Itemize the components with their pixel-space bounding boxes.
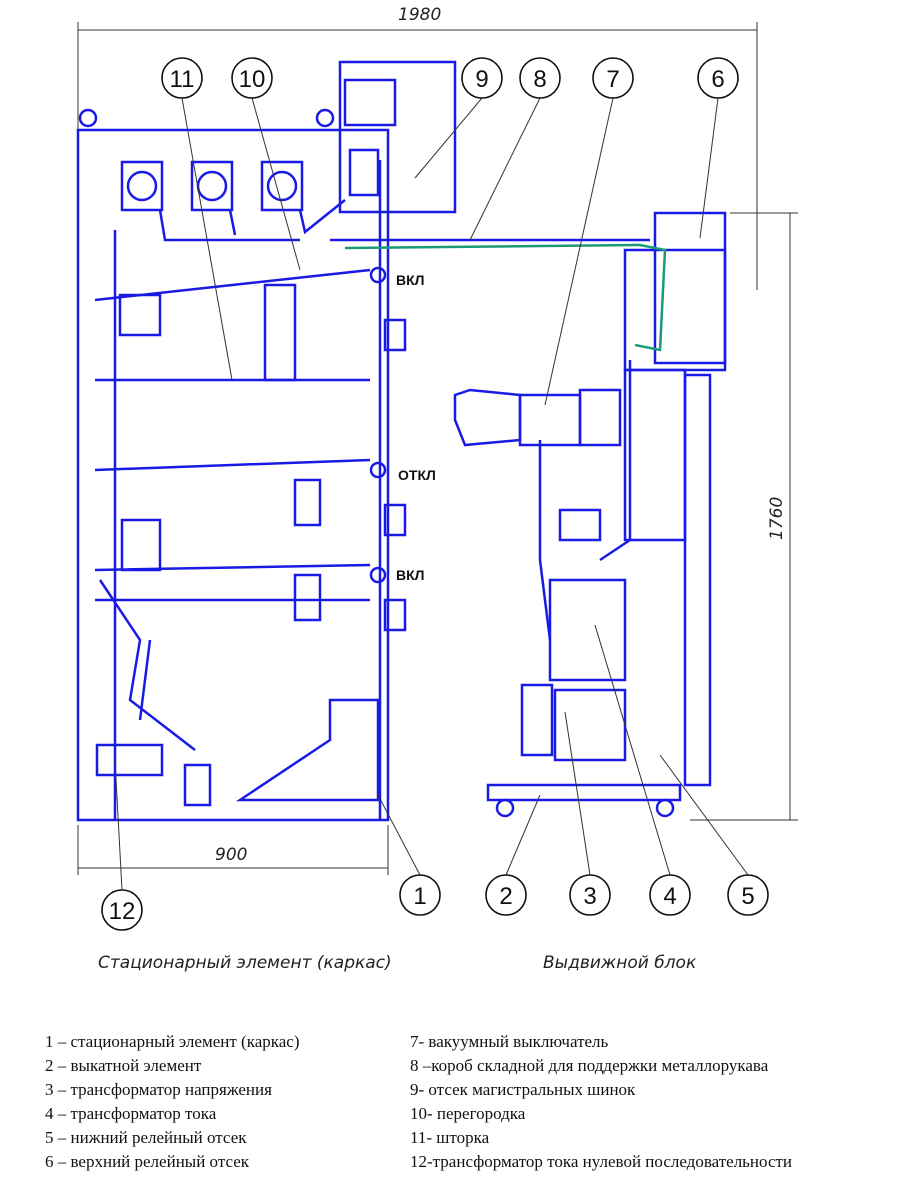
legend-item: 6 – верхний релейный отсек [45,1152,250,1171]
dimension-frame-width: 900 [215,845,247,865]
legend-item: 4 – трансформатор тока [45,1104,217,1123]
leader-lines [114,97,749,891]
legend-item: 8 –короб складной для поддержки металлор… [410,1056,769,1075]
callout-2: 2 [499,883,512,910]
legend-item: 12-трансформатор тока нулевой последоват… [410,1152,793,1171]
legend-right: 7- вакуумный выключатель 8 –короб складн… [410,1030,792,1174]
callout-11: 11 [170,66,195,93]
cable-sleeve [344,243,667,352]
caption-stationary: Стационарный элемент (каркас) [98,953,392,973]
callout-9: 9 [475,66,488,93]
callout-1: 1 [413,883,426,910]
stationary-frame [76,60,457,822]
legend-item: 2 – выкатной элемент [45,1056,202,1075]
withdrawable-unit [330,211,727,818]
switchgear-drawing: 1980 900 1760 [76,5,798,973]
legend-item: 10- перегородка [410,1104,526,1123]
callout-12: 12 [109,898,136,925]
dimension-lines [77,22,798,875]
callout-3: 3 [583,883,596,910]
state-label-off: ОТКЛ [398,467,436,483]
state-label-on-top: ВКЛ [396,272,424,288]
callout-6: 6 [711,66,724,93]
legend-item: 1 – стационарный элемент (каркас) [45,1032,300,1051]
legend-item: 5 – нижний релейный отсек [45,1128,247,1147]
callout-5: 5 [741,883,754,910]
legend-item: 3 – трансформатор напряжения [45,1080,272,1099]
legend-item: 11- шторка [410,1128,490,1147]
state-label-on-bottom: ВКЛ [396,567,424,583]
callout-4: 4 [663,883,676,910]
callouts [101,57,769,931]
callout-7: 7 [606,66,619,93]
callout-8: 8 [533,66,546,93]
dimension-total-width: 1980 [398,5,441,25]
legend-item: 7- вакуумный выключатель [410,1032,609,1051]
legend-item: 9- отсек магистральных шинок [410,1080,636,1099]
legend-left: 1 – стационарный элемент (каркас) 2 – вы… [45,1030,300,1174]
callout-10: 10 [239,66,266,93]
dimension-height: 1760 [767,497,787,540]
caption-withdrawable: Выдвижной блок [543,953,697,973]
